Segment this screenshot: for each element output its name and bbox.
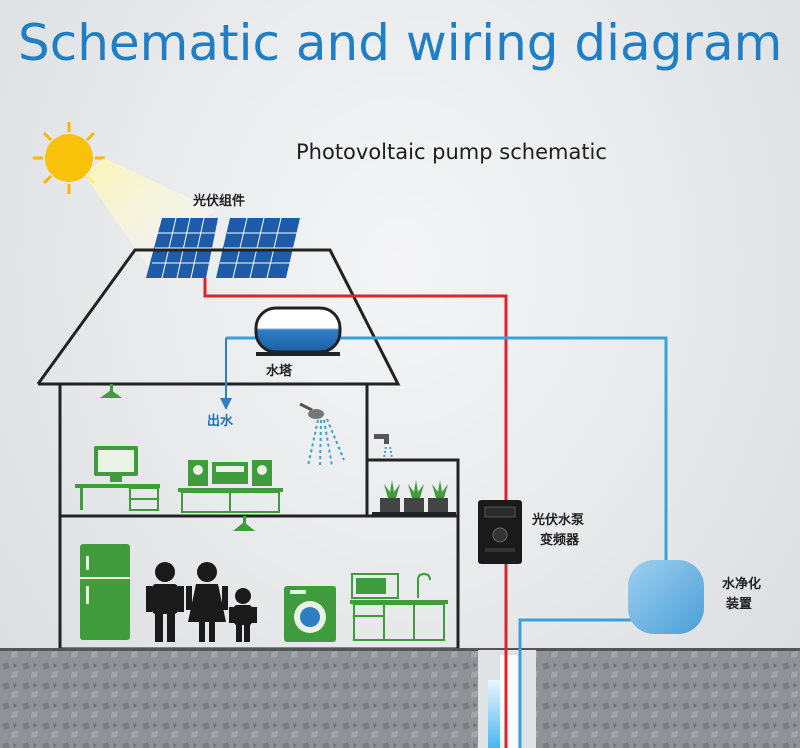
pv-module-label: 光伏组件: [193, 194, 246, 209]
stereo-cabinet: [178, 460, 283, 513]
water-tower-label: 水塔: [266, 364, 293, 379]
sunlight-beam: [85, 158, 215, 270]
inverter-label-line2: 变频器: [540, 533, 580, 548]
kitchen-icon: [350, 572, 448, 641]
house-balcony: [367, 458, 460, 516]
ceiling-lamp-lower: [233, 516, 255, 531]
tv-desk: [75, 446, 160, 511]
ceiling-lamp-upper: [100, 384, 122, 398]
plants: [372, 480, 456, 515]
faucet-icon: [374, 434, 393, 459]
purifier-label-line1: 水净化: [722, 577, 762, 592]
diagram-subtitle: Photovoltaic pump schematic: [296, 140, 607, 164]
page-title: Schematic and wiring diagram: [18, 14, 783, 72]
solar-panel-1: [146, 217, 218, 279]
ground: [0, 650, 800, 748]
water-purifier[interactable]: [628, 560, 704, 634]
washing-machine-icon: [284, 586, 336, 642]
water-out-label: 出水: [207, 414, 234, 429]
water-out-arrow: [220, 338, 232, 410]
refrigerator-icon: [80, 544, 130, 640]
family-icon: [146, 562, 257, 642]
pv-pump-inverter[interactable]: [478, 500, 522, 564]
shower-icon: [299, 402, 345, 469]
purifier-label-line2: 装置: [726, 597, 753, 612]
blue-water-pipe: [226, 336, 668, 748]
inverter-label-line1: 光伏水泵: [532, 513, 585, 528]
water-tower-tank: [254, 306, 342, 356]
red-power-wire: [203, 278, 508, 748]
solar-panel-2: [216, 217, 300, 279]
